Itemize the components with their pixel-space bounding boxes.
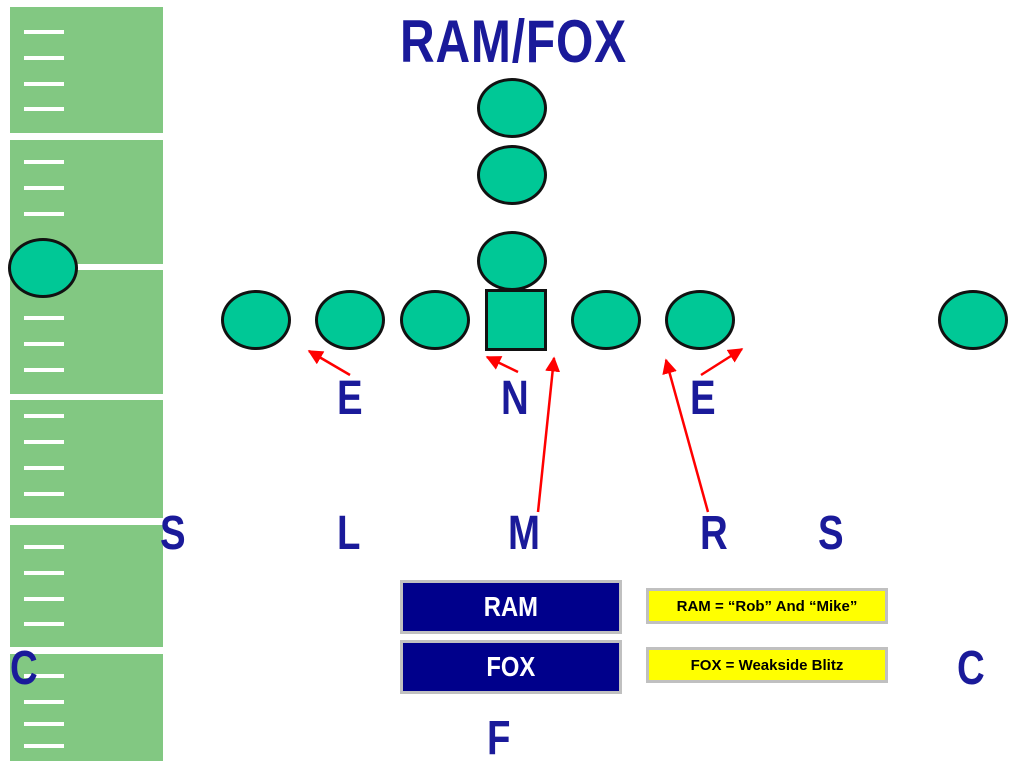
field-segment bbox=[10, 654, 163, 761]
arrow-rob bbox=[662, 358, 710, 513]
defense-linebacker-mike: M bbox=[508, 507, 540, 560]
hash-mark bbox=[24, 622, 64, 626]
offense-player-center bbox=[485, 289, 547, 351]
defense-linebacker-left: L bbox=[337, 507, 361, 560]
hash-mark bbox=[24, 160, 64, 164]
offense-player-wideout-left bbox=[8, 238, 78, 298]
hash-mark bbox=[24, 212, 64, 216]
hash-mark bbox=[24, 56, 64, 60]
hash-mark bbox=[24, 722, 64, 726]
field-segment bbox=[10, 400, 163, 518]
offense-player-right-guard bbox=[571, 290, 641, 350]
fox-note-text: FOX = Weakside Blitz bbox=[690, 656, 844, 674]
hash-mark bbox=[24, 597, 64, 601]
ram-note-text: RAM = “Rob” And “Mike” bbox=[676, 597, 858, 615]
offense-player-tight-end bbox=[221, 290, 291, 350]
hash-mark bbox=[24, 674, 64, 678]
fox-note: FOX = Weakside Blitz bbox=[646, 647, 888, 683]
hash-mark bbox=[24, 342, 64, 346]
defense-safety-right: S bbox=[818, 507, 844, 560]
defense-end-left: E bbox=[337, 372, 363, 425]
arrow-mike bbox=[536, 356, 561, 513]
hash-mark bbox=[24, 30, 64, 34]
hash-mark bbox=[24, 368, 64, 372]
hash-mark bbox=[24, 414, 64, 418]
defense-linebacker-rob: R bbox=[700, 507, 728, 560]
offense-player-left-guard bbox=[400, 290, 470, 350]
ram-call-label: RAM bbox=[483, 591, 539, 622]
hash-mark bbox=[24, 571, 64, 575]
defense-corner-right: C bbox=[957, 642, 985, 695]
hash-mark bbox=[24, 316, 64, 320]
offense-player-left-tackle bbox=[315, 290, 385, 350]
hash-mark bbox=[24, 700, 64, 704]
hash-mark bbox=[24, 440, 64, 444]
hash-mark bbox=[24, 492, 64, 496]
defense-corner-left: C bbox=[10, 642, 38, 695]
hash-mark bbox=[24, 466, 64, 470]
defense-end-right: E bbox=[690, 372, 716, 425]
field-segment bbox=[10, 7, 163, 133]
ram-note: RAM = “Rob” And “Mike” bbox=[646, 588, 888, 624]
hash-mark bbox=[24, 82, 64, 86]
fox-call-label: FOX bbox=[486, 651, 536, 682]
hash-mark bbox=[24, 744, 64, 748]
offense-player-fullback bbox=[477, 145, 547, 205]
offense-player-wideout-right bbox=[938, 290, 1008, 350]
page-title: RAM/FOX bbox=[400, 8, 627, 75]
hash-mark bbox=[24, 186, 64, 190]
ram-call-button[interactable]: RAM bbox=[400, 580, 622, 634]
defense-safety-left: S bbox=[160, 507, 186, 560]
fox-call-button[interactable]: FOX bbox=[400, 640, 622, 694]
arrow-end-right bbox=[700, 347, 744, 377]
defense-nose: N bbox=[501, 372, 529, 425]
offense-player-right-tackle bbox=[665, 290, 735, 350]
hash-mark bbox=[24, 107, 64, 111]
hash-mark bbox=[24, 545, 64, 549]
offense-player-tailback bbox=[477, 78, 547, 138]
arrow-end-left bbox=[307, 349, 351, 377]
defense-free-safety: F bbox=[487, 712, 511, 765]
arrow-nose bbox=[485, 355, 519, 374]
